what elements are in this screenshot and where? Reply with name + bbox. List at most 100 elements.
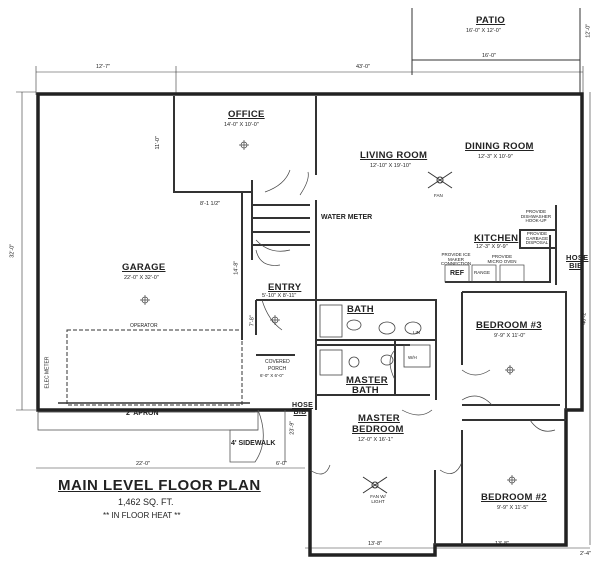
counter-cabinet (499, 264, 525, 283)
covered-porch-line1: COVERED (265, 359, 290, 365)
door-swing (401, 409, 433, 416)
bathtub (319, 304, 343, 338)
refrigerator (444, 264, 470, 283)
door-swing (529, 419, 556, 432)
door-swing (255, 249, 281, 266)
fan-label: FAN (434, 193, 443, 198)
light-fixture-icon (140, 295, 150, 305)
dim-bottom-right: 13'-8" (495, 541, 510, 547)
light-fixture-icon (270, 315, 280, 325)
bedroom2-label: BEDROOM #2 (481, 492, 547, 503)
entry-size: 5'-10" X 8'-11" (262, 293, 297, 299)
plan-title: MAIN LEVEL FLOOR PLAN (58, 477, 261, 494)
sink (404, 321, 422, 335)
master-bedroom-line1: MASTER (358, 413, 400, 424)
door-swing (255, 239, 291, 252)
office-size: 14'-0" X 10'-0" (224, 122, 259, 128)
office-label: OFFICE (228, 109, 265, 120)
dim-left-height: 32'-0" (9, 243, 16, 258)
patio-label: PATIO (476, 15, 506, 26)
sink (380, 354, 394, 366)
disposal-note: PROVIDE GARBAGE DISPOSAL (525, 231, 549, 245)
dim-patio-depth: 12'-0" (585, 23, 592, 38)
master-bath-line2: BATH (352, 385, 379, 396)
fan-icon (427, 171, 453, 189)
dim-garage-side: 14'-8" (233, 260, 240, 275)
master-bedroom-line2: BEDROOM (352, 424, 404, 435)
patio-size: 16'-0" X 12'-0" (466, 28, 501, 34)
bedroom3-label: BEDROOM #3 (476, 320, 542, 331)
kitchen-sink-counter (519, 229, 557, 249)
dim-office-height: 11'-0" (155, 135, 162, 150)
toilet (348, 356, 360, 368)
dim-walk-depth: 23'-9" (289, 420, 296, 435)
living-room-label: LIVING ROOM (360, 150, 428, 161)
range (471, 264, 497, 283)
kitchen-label: KITCHEN (474, 233, 519, 244)
plan-note: ** IN FLOOR HEAT ** (103, 511, 181, 520)
kitchen-size: 12'-3" X 9'-9" (476, 244, 508, 250)
dim-entry-side: 7'-8" (249, 315, 256, 327)
hose-bib-kitchen: HOSE BIB (566, 253, 589, 270)
dining-room-label: DINING ROOM (465, 141, 534, 152)
plan-area: 1,462 SQ. FT. (118, 497, 174, 507)
shower (319, 349, 343, 376)
dim-bottom-small: 6'-0" (276, 461, 287, 467)
apron (37, 411, 259, 431)
garage-door-operator (66, 329, 243, 406)
apron-label: 2' APRON (126, 410, 159, 417)
micro-note: PROVIDE MICRO OVEN (487, 254, 517, 264)
sidewalk-label: 4' SIDEWALK (231, 440, 276, 447)
toilet (346, 319, 362, 331)
master-bath-line1: MASTER (346, 375, 388, 386)
dim-bottom-mid: 13'-8" (368, 541, 383, 547)
door-swing (389, 349, 396, 381)
dim-office-offset: 8'-1 1/2" (200, 201, 221, 207)
wh-label: W/H (408, 355, 417, 360)
door-swing (264, 169, 291, 193)
light-fixture-icon (507, 475, 517, 485)
dim-right-corner: 2'-4" (580, 551, 591, 557)
fan-light-label: FAN W/ LIGHT (370, 494, 386, 504)
dim-bottom-left: 22'-0" (136, 461, 151, 467)
ref-label: REF (450, 270, 464, 277)
master-bedroom-size: 12'-0" X 16'-1" (358, 437, 393, 443)
door-swing (309, 464, 331, 475)
garage-size: 22'-0" X 32'-0" (124, 275, 159, 281)
garage-label: GARAGE (122, 262, 166, 273)
sidewalk (229, 409, 264, 463)
light-fixture-icon (505, 365, 515, 375)
operator-label: OPERATOR (130, 323, 158, 329)
door-swing (439, 461, 463, 474)
dim-top-left: 12'-7" (96, 64, 111, 70)
dishwasher-note: PROVIDE DISHWASHER HOOK-UP (520, 209, 552, 223)
range-label: RANGE (474, 270, 491, 275)
office-wall (173, 96, 253, 193)
dim-patio-width: 16'-0" (482, 53, 497, 59)
dining-room-size: 12'-3" X 10'-9" (478, 154, 513, 160)
door-swing (299, 171, 309, 196)
bedroom2-size: 9'-9" X 11'-5" (497, 505, 529, 511)
bedroom3-wall (462, 291, 567, 410)
dim-right-side: 40'-2" (581, 310, 588, 325)
fan-light-icon (362, 476, 388, 494)
washer-dryer-space (403, 344, 431, 368)
living-room-size: 12'-10" X 19'-10" (370, 163, 411, 169)
dim-top-mid: 43'-0" (356, 64, 371, 70)
covered-porch-line2: PORCH (268, 366, 287, 372)
door-swing (261, 299, 283, 331)
covered-porch-size: 6'-0" X 6'-0" (260, 373, 284, 378)
sink (378, 321, 396, 335)
bath-label: BATH (347, 304, 374, 315)
light-fixture-icon (239, 140, 249, 150)
ice-maker-note: PROVIDE ICE MAKER CONNECTION (440, 252, 472, 266)
water-meter-label: WATER METER (321, 214, 373, 221)
hose-bib-porch: HOSE BIB (292, 402, 314, 416)
door-swing (461, 369, 491, 376)
elec-meter-label: ELEC METER (44, 356, 51, 389)
bedroom3-size: 9'-9" X 11'-0" (494, 333, 526, 339)
linen-label: LIN (413, 330, 421, 335)
door-swing (461, 395, 493, 406)
entry-label: ENTRY (268, 282, 302, 293)
